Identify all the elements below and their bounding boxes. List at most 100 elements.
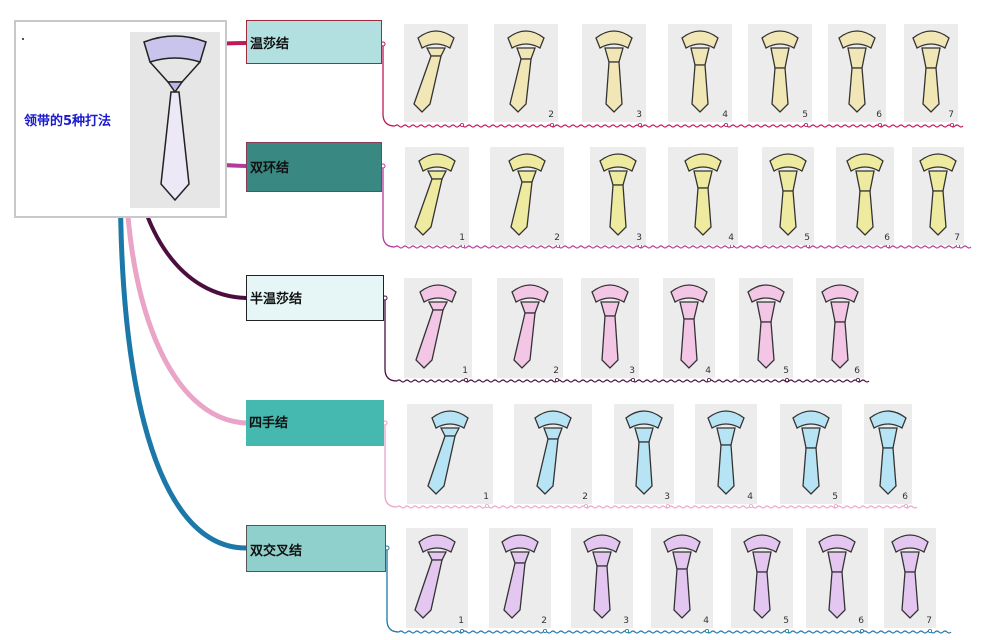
tie-step-thumbnail: 2 (514, 404, 592, 504)
step-number: 2 (548, 110, 554, 120)
branch-four-in-hand[interactable]: 四手结 (246, 400, 384, 446)
step-marker (860, 629, 865, 634)
tie-step-thumbnail: 5 (748, 24, 812, 122)
step-number: 5 (832, 492, 838, 502)
tie-blade-shape (680, 318, 698, 369)
neckband-shape (681, 30, 719, 49)
neckband-shape (761, 30, 799, 49)
step-number: 4 (747, 492, 753, 502)
branch-label: 四手结 (249, 416, 289, 431)
necktie-step-icon (761, 30, 799, 113)
step-marker (550, 123, 555, 128)
tie-blade-shape (513, 312, 536, 369)
knot-shape (801, 427, 821, 449)
knot-shape (847, 47, 867, 69)
knot-shape (672, 551, 692, 570)
tie-blade-shape (779, 190, 797, 236)
tie-step-thumbnail: 3 (582, 24, 646, 122)
tie-blade-shape (828, 571, 846, 619)
step-number: 4 (705, 366, 711, 376)
tie-blade-shape (605, 61, 623, 113)
step-number: 6 (876, 110, 882, 120)
step-marker (463, 377, 468, 382)
step-number: 5 (783, 366, 789, 376)
tie-blade-shape (802, 447, 820, 495)
necktie-step-icon (511, 284, 549, 369)
step-number: 4 (728, 233, 734, 243)
step-number: 6 (884, 233, 890, 243)
tie-step-thumbnail: 6 (806, 528, 868, 628)
necktie-step-icon (501, 534, 539, 619)
necktie-step-icon (414, 153, 456, 236)
tie-step-thumbnail: 3 (590, 147, 646, 245)
tie-blade-shape (601, 315, 619, 369)
branch-windsor[interactable]: 温莎结 (246, 20, 382, 64)
tie-blade-shape (753, 571, 771, 619)
branch-label: 双交叉结 (250, 544, 303, 559)
tie-blade-shape (831, 321, 849, 369)
tie-step-thumbnail: 2 (497, 278, 563, 378)
step-number: 7 (954, 233, 960, 243)
necktie-step-icon (684, 153, 722, 236)
necktie-step-icon (707, 410, 745, 495)
necktie-step-icon (919, 153, 957, 236)
necktie-step-icon (595, 30, 633, 113)
tie-step-thumbnail: 1 (406, 528, 468, 628)
branch-baseline (394, 124, 964, 128)
branch-drop-line (386, 548, 400, 633)
knot-shape (510, 551, 530, 564)
necktie-step-icon (413, 30, 455, 113)
neckband-shape (417, 30, 455, 49)
tie-blade-shape (691, 64, 709, 113)
neckband-shape (595, 30, 633, 49)
step-marker (584, 503, 589, 508)
neckband-shape (599, 153, 637, 172)
branch-label: 半温莎结 (250, 292, 303, 307)
necktie-step-icon (625, 410, 663, 495)
root-title: 领带的5种打法 (24, 114, 112, 129)
tie-blade-shape (901, 571, 919, 619)
branch-baseline (394, 245, 972, 249)
neckband-shape (670, 284, 708, 303)
tie-blade-shape (848, 67, 866, 113)
step-number: 4 (722, 110, 728, 120)
necktie-step-icon (415, 284, 457, 369)
step-number: 2 (541, 616, 547, 626)
step-marker (459, 123, 464, 128)
tie-blade-shape (717, 444, 735, 495)
step-number: 3 (636, 233, 642, 243)
step-marker (834, 503, 839, 508)
branch-label: 双环结 (250, 161, 290, 176)
neckband-shape (625, 410, 663, 429)
knot-shape (830, 301, 850, 323)
necktie-step-icon (769, 153, 807, 236)
neckband-shape (418, 153, 456, 172)
neckband-shape (747, 284, 785, 303)
tie-step-thumbnail: 2 (490, 147, 564, 245)
branch-half-windsor[interactable]: 半温莎结 (246, 275, 384, 321)
knot-shape (600, 301, 620, 317)
knot-shape (427, 301, 449, 311)
tie-step-thumbnail: 6 (836, 147, 894, 245)
neckband-shape (838, 30, 876, 49)
tie-step-thumbnail: 5 (762, 147, 814, 245)
neckband-shape (707, 410, 745, 429)
step-marker (631, 377, 636, 382)
branch-double-cross[interactable]: 双交叉结 (246, 525, 386, 572)
knot-shape (592, 551, 612, 567)
tie-blade-shape (635, 441, 653, 495)
tie-step-thumbnail: 1 (404, 278, 472, 378)
neckband-shape (663, 534, 701, 553)
tie-step-thumbnail: 6 (816, 278, 864, 378)
branch-baseline (396, 505, 918, 509)
neckband-shape (792, 410, 830, 429)
knot-shape (716, 427, 736, 446)
branch-drop-line (384, 298, 398, 382)
neckband-shape (507, 30, 545, 49)
step-marker (950, 123, 955, 128)
branch-double-loop[interactable]: 双环结 (246, 142, 382, 192)
step-marker (785, 629, 790, 634)
knot-shape (517, 170, 537, 183)
knot-shape (855, 170, 875, 192)
